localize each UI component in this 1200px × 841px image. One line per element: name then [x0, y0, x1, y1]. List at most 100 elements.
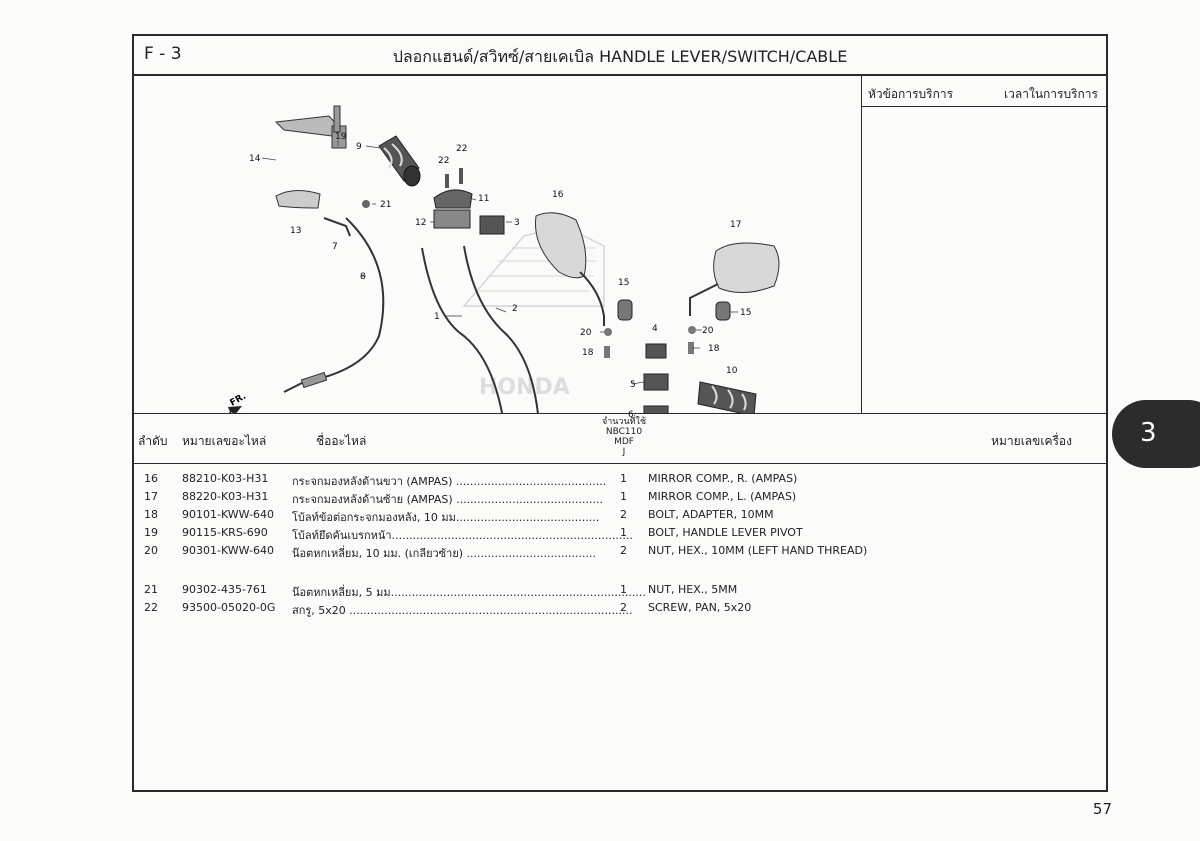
- front-brake-cable: [283, 217, 385, 393]
- callout-12: 12: [415, 218, 427, 228]
- part-qty: 2: [620, 544, 627, 557]
- lever-holder: [275, 190, 321, 209]
- exploded-view-drawing: HONDA: [212, 105, 780, 426]
- callout-22b: 22: [438, 156, 450, 166]
- cable-adjuster: [300, 371, 328, 389]
- throttle-cable-1: [421, 247, 505, 425]
- qty-type: MDF: [614, 437, 634, 447]
- col-ref: ลำดับ: [138, 434, 168, 448]
- part-qty: 1: [620, 472, 627, 485]
- part-ref: 19: [144, 526, 158, 539]
- switch-part-4: [645, 343, 667, 359]
- part-name-en: SCREW, PAN, 5x20: [648, 601, 752, 614]
- callout-17: 17: [730, 220, 742, 230]
- callout-2: 2: [512, 304, 518, 314]
- section-title: ปลอกแฮนด์/สวิทซ์/สายเคเบิล HANDLE LEVER/…: [392, 47, 848, 66]
- part-number: 93500-05020-0G: [182, 601, 276, 614]
- part-ref: 17: [144, 490, 158, 503]
- parts-table-header: ลำดับ หมายเลขอะไหล่ ชื่ออะไหล่ จำนวนที่ใ…: [134, 413, 1106, 464]
- qty-variant: J: [622, 447, 626, 457]
- nut-21: [362, 200, 370, 208]
- callout-16: 16: [552, 190, 564, 200]
- callout-7: 7: [332, 242, 338, 252]
- callout-11: 11: [478, 194, 490, 204]
- part-name-en: MIRROR COMP., R. (AMPAS): [648, 472, 798, 485]
- part-name-thai: สกรู, 5x20 .............................…: [292, 604, 633, 617]
- pivot-bolt: [333, 105, 341, 133]
- page-number: 57: [1092, 800, 1112, 818]
- callout-5: 5: [630, 380, 636, 390]
- throttle-housing-lower: [433, 209, 471, 229]
- handle-switch: [479, 215, 505, 235]
- callout-18a: 18: [582, 348, 594, 358]
- page-frame: F - 3 ปลอกแฮนด์/สวิทซ์/สายเคเบิล HANDLE …: [132, 34, 1108, 792]
- mirror-right: [534, 212, 587, 279]
- screw-22b: [459, 168, 463, 184]
- col-name: ชื่ออะไหล่: [316, 434, 367, 448]
- callout-9: 9: [356, 142, 362, 152]
- throttle-housing-upper: [433, 189, 473, 209]
- callout-19: 19: [335, 132, 347, 142]
- parts-diagram: HONDA: [134, 76, 862, 426]
- callout-6: 6: [628, 410, 634, 420]
- table-row: 22 93500-05020-0G สกรู, 5x20 ...........…: [134, 599, 1106, 617]
- col-qty: จำนวนที่ใช้ NBC110 MDF J: [584, 417, 664, 457]
- callout-20a: 20: [580, 328, 592, 338]
- switch-part-5: [643, 373, 669, 391]
- callout-21: 21: [380, 200, 392, 210]
- callout-15b: 15: [740, 308, 752, 318]
- callout-18b: 18: [708, 344, 720, 354]
- service-panel: หัวข้อการบริการ เวลาในการบริการ: [862, 76, 1106, 413]
- qty-label: จำนวนที่ใช้: [601, 417, 647, 427]
- table-row: 17 88220-K03-H31 กระจกมองหลังด้านซ้าย (A…: [134, 488, 1106, 506]
- table-row: 21 90302-435-761 น๊อตหกเหลี่ยม, 5 มม....…: [134, 581, 1106, 599]
- mirror-left-stem: [689, 283, 719, 316]
- mirror-right-stem: [579, 271, 605, 326]
- honda-watermark: [462, 225, 605, 307]
- section-tab-number: 3: [1140, 418, 1157, 448]
- part-number: 90101-KWW-640: [182, 508, 275, 521]
- qty-model: NBC110: [605, 427, 643, 437]
- part-qty: 1: [620, 490, 627, 503]
- callout-3: 3: [514, 218, 520, 228]
- table-row: 20 90301-KWW-640 น๊อตหกเหลี่ยม, 10 มม. (…: [134, 542, 1106, 560]
- section-tab: 3: [1112, 400, 1200, 468]
- part-qty: 2: [620, 601, 627, 614]
- table-row: 16 88210-K03-H31 กระจกมองหลังด้านขวา (AM…: [134, 470, 1106, 488]
- part-number: 88220-K03-H31: [182, 490, 269, 503]
- section-code: F - 3: [144, 44, 182, 64]
- callout-10: 10: [726, 366, 738, 376]
- part-ref: 20: [144, 544, 158, 557]
- screw-22a: [445, 174, 449, 188]
- part-ref: 21: [144, 583, 158, 596]
- service-panel-header: หัวข้อการบริการ เวลาในการบริการ: [862, 76, 1106, 107]
- callout-20b: 20: [702, 326, 714, 336]
- part-name-thai: น๊อตหกเหลี่ยม, 5 มม.....................…: [292, 586, 646, 599]
- part-ref: 16: [144, 472, 158, 485]
- left-grip: [378, 135, 421, 187]
- part-qty: 1: [620, 526, 627, 539]
- mirror-boot-right: [617, 299, 633, 321]
- part-number: 90301-KWW-640: [182, 544, 275, 557]
- callout-15a: 15: [618, 278, 630, 288]
- part-name-thai: น๊อตหกเหลี่ยม, 10 มม. (เกลียวซ้าย) .....…: [292, 547, 596, 560]
- part-name-thai: โบ้ลท์ข้อต่อกระจกมองหลัง, 10 มม.........…: [292, 511, 600, 524]
- nut-20-right: [604, 328, 612, 336]
- part-ref: 22: [144, 601, 158, 614]
- front-direction-label: FR.: [229, 392, 248, 409]
- part-number: 90115-KRS-690: [182, 526, 268, 539]
- part-name-en: NUT, HEX., 10MM (LEFT HAND THREAD): [648, 544, 868, 557]
- right-grip: [697, 381, 757, 417]
- part-name-en: BOLT, ADAPTER, 10MM: [648, 508, 774, 521]
- part-name-thai: กระจกมองหลังด้านซ้าย (AMPAS) ...........…: [292, 493, 603, 506]
- nut-20-left: [688, 326, 696, 334]
- table-row: 18 90101-KWW-640 โบ้ลท์ข้อต่อกระจกมองหลั…: [134, 506, 1106, 524]
- part-name-thai: โบ้ลท์ยึดคันเบรกหน้า....................…: [292, 529, 633, 542]
- callout-14: 14: [249, 154, 261, 164]
- part-name-en: NUT, HEX., 5MM: [648, 583, 738, 596]
- part-number: 88210-K03-H31: [182, 472, 269, 485]
- part-number: 90302-435-761: [182, 583, 267, 596]
- part-name-thai: กระจกมองหลังด้านขวา (AMPAS) ............…: [292, 475, 607, 488]
- switch-part-6: [643, 405, 669, 423]
- mirror-left: [713, 242, 780, 293]
